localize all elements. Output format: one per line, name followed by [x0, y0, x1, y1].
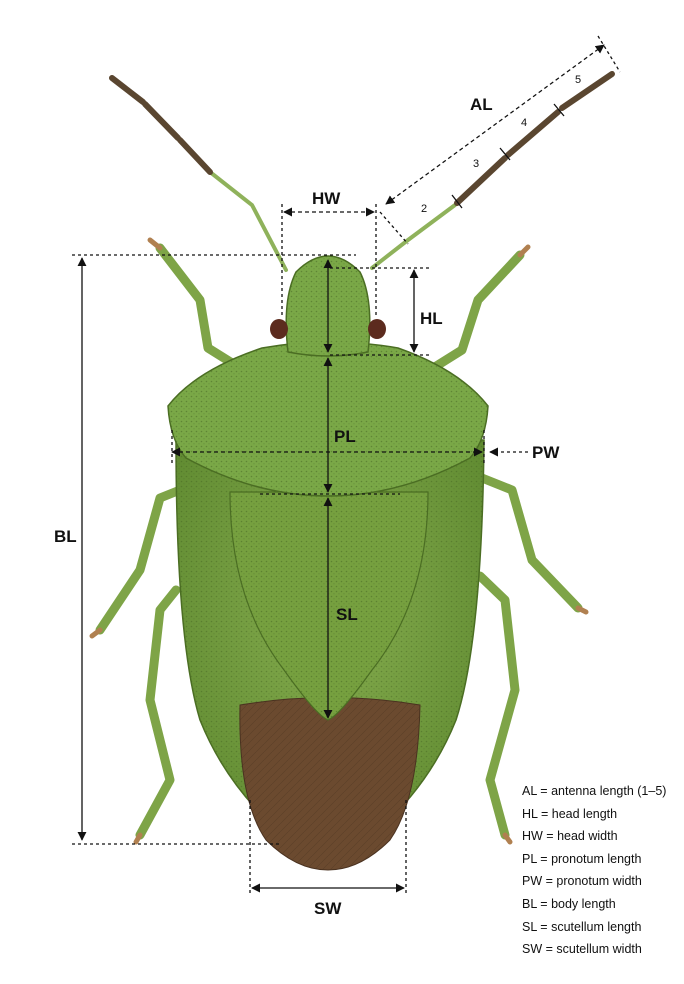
label-sl: SL [336, 605, 358, 624]
legend-item: PL = pronotum length [522, 848, 666, 871]
al-dimension-line [386, 45, 604, 204]
measurement-legend: AL = antenna length (1–5) HL = head leng… [522, 780, 666, 961]
left-eye [270, 319, 288, 339]
label-sw: SW [314, 899, 342, 918]
legend-item: SW = scutellum width [522, 938, 666, 961]
insect-specimen [92, 74, 612, 870]
antenna-segment-label: 5 [575, 74, 581, 86]
label-pl: PL [334, 427, 356, 446]
right-eye [368, 319, 386, 339]
legend-item: BL = body length [522, 893, 666, 916]
label-bl: BL [54, 527, 77, 546]
label-hl: HL [420, 309, 443, 328]
legend-item: SL = scutellum length [522, 916, 666, 939]
antenna-segment-label: 4 [521, 117, 527, 129]
legend-item: PW = pronotum width [522, 870, 666, 893]
legend-item: AL = antenna length (1–5) [522, 780, 666, 803]
label-al: AL [470, 95, 493, 114]
antenna-segment-label: 3 [473, 158, 479, 170]
label-hw: HW [312, 189, 341, 208]
legend-item: HL = head length [522, 803, 666, 826]
label-pw: PW [532, 443, 560, 462]
antenna-segment-label: 2 [421, 203, 427, 215]
legend-item: HW = head width [522, 825, 666, 848]
antennae [112, 74, 612, 270]
